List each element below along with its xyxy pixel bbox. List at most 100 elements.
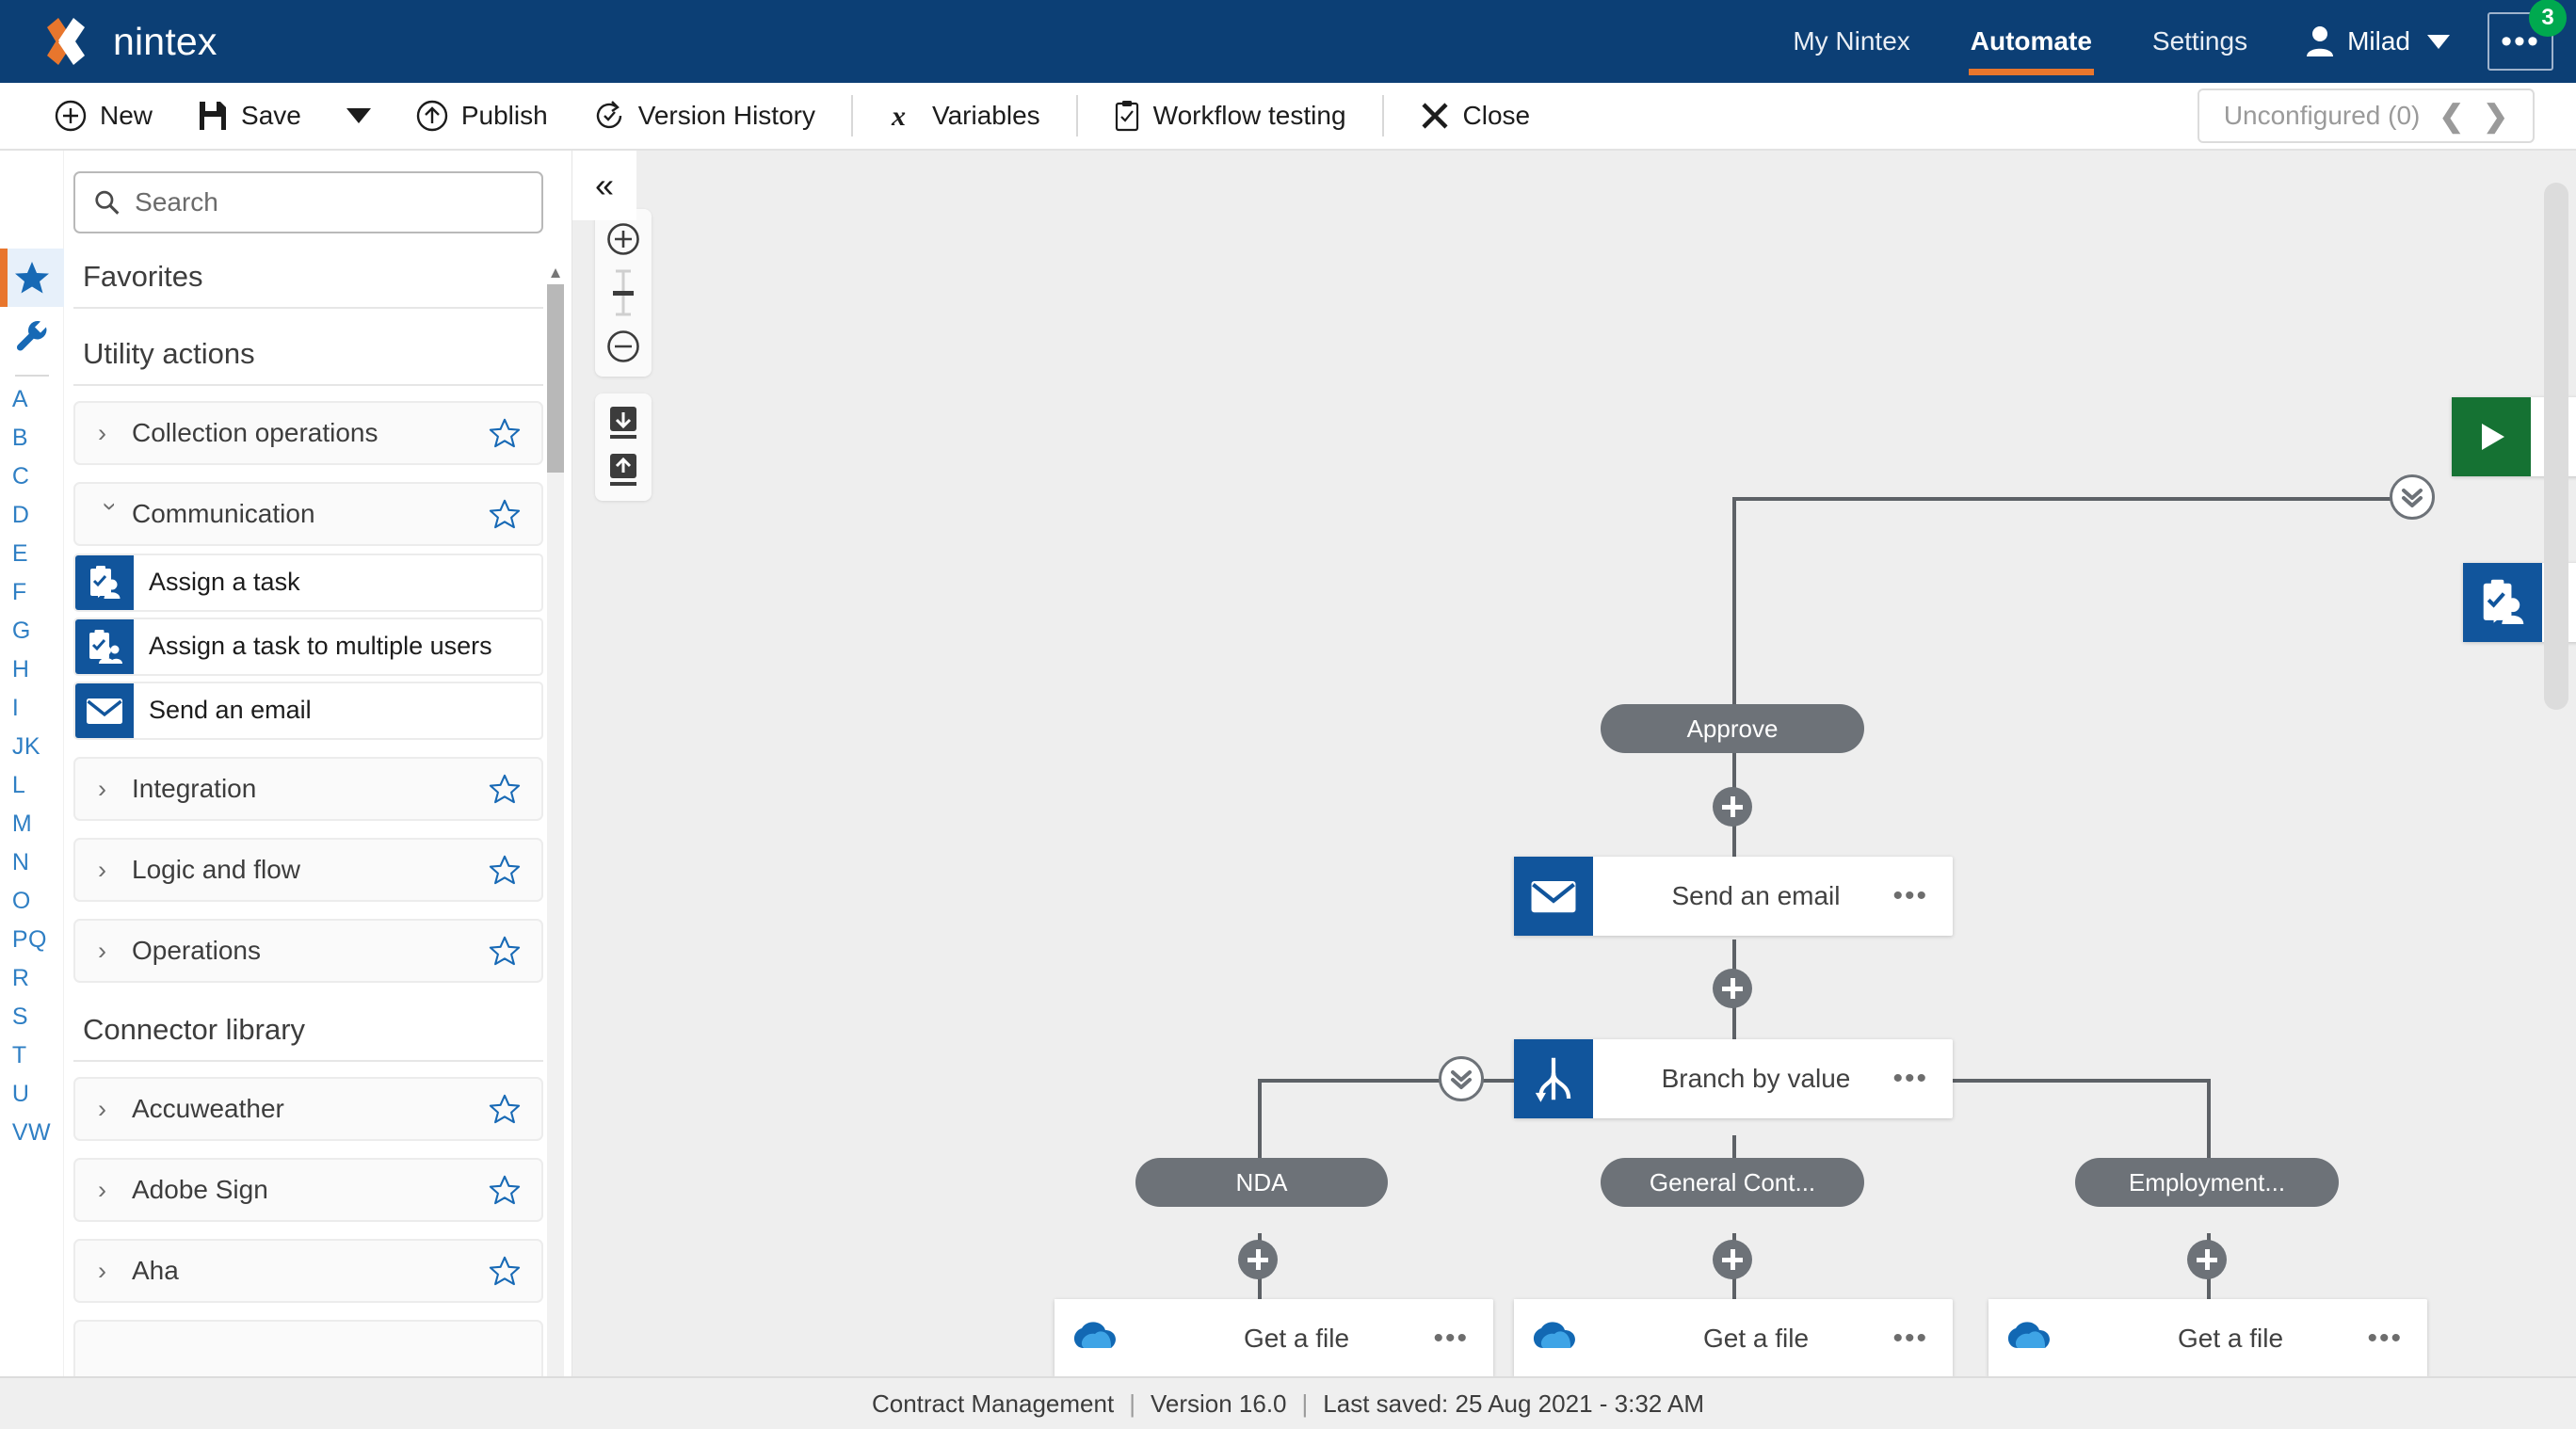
unconfigured-count-label: Unconfigured (0): [2223, 101, 2421, 130]
group-integration[interactable]: › Integration: [73, 757, 543, 821]
alphabet-letter-o[interactable]: O: [11, 888, 31, 914]
scrollbar-thumb[interactable]: [547, 284, 564, 473]
add-step-button-after-approve[interactable]: [1713, 787, 1752, 827]
alphabet-letter-s[interactable]: S: [11, 1004, 29, 1030]
nav-link-my-nintex[interactable]: My Nintex: [1763, 0, 1940, 83]
node-get-a-file-1[interactable]: Get a file •••: [1055, 1299, 1493, 1378]
alphabet-letter-pq[interactable]: PQ: [11, 926, 47, 953]
node-branch-by-value-menu[interactable]: •••: [1892, 1063, 1928, 1094]
alphabet-letter-r[interactable]: R: [11, 965, 30, 991]
branch-label-general-contract[interactable]: General Cont...: [1601, 1158, 1864, 1207]
alphabet-letter-n[interactable]: N: [11, 849, 30, 875]
alphabet-letter-t[interactable]: T: [11, 1042, 27, 1068]
node-get-a-file-3-label: Get a file: [2177, 1324, 2284, 1353]
search-box[interactable]: [73, 171, 543, 233]
alphabet-letter-d[interactable]: D: [11, 502, 30, 528]
alphabet-letter-c[interactable]: C: [11, 463, 30, 490]
zoom-in-button[interactable]: [603, 218, 644, 260]
close-button[interactable]: Close: [1397, 88, 1554, 144]
alphabet-letter-b[interactable]: B: [11, 425, 29, 451]
connector-next-partial[interactable]: [73, 1320, 543, 1384]
alphabet-letter-jk[interactable]: JK: [11, 733, 41, 760]
branch-label-approve[interactable]: Approve: [1601, 704, 1864, 753]
alphabet-letter-i[interactable]: I: [11, 695, 20, 721]
collapse-branch-button-assign-task[interactable]: [2390, 474, 2435, 520]
nav-links: My Nintex Automate Settings: [1763, 0, 2278, 83]
node-get-a-file-3[interactable]: Get a file •••: [1988, 1299, 2427, 1378]
add-step-button-after-email[interactable]: [1713, 969, 1752, 1008]
connector-aha[interactable]: › Aha: [73, 1239, 543, 1303]
alphabet-letter-u[interactable]: U: [11, 1081, 30, 1107]
branch-label-nda[interactable]: NDA: [1135, 1158, 1388, 1207]
zoom-out-button[interactable]: [603, 326, 644, 367]
action-assign-a-task-to-multiple-users[interactable]: Assign a task to multiple users: [73, 618, 543, 676]
add-step-button-general-branch[interactable]: [1713, 1240, 1752, 1279]
save-button[interactable]: Save: [175, 88, 324, 144]
add-step-button-nda-branch[interactable]: [1238, 1240, 1278, 1279]
node-send-an-email-1-menu[interactable]: •••: [1892, 880, 1928, 911]
favorite-star-icon[interactable]: [489, 773, 521, 805]
nav-link-automate[interactable]: Automate: [1940, 0, 2122, 83]
next-unconfigured-button[interactable]: ❯: [2483, 99, 2508, 133]
publish-button[interactable]: Publish: [394, 88, 571, 144]
connector-adobe-sign[interactable]: › Adobe Sign: [73, 1158, 543, 1222]
workflow-canvas[interactable]: Start event: Form Assign a task: [572, 151, 2576, 1429]
alphabet-letter-h[interactable]: H: [11, 656, 30, 682]
connector-accuweather[interactable]: › Accuweather: [73, 1077, 543, 1141]
actions-panel-scrollbar[interactable]: ▲ ▼: [547, 264, 564, 1418]
scroll-up-arrow-icon[interactable]: ▲: [547, 264, 564, 281]
actions-panel-scroll-area: Favorites Utility actions › Collection o…: [64, 247, 572, 1429]
alphabet-letter-vw[interactable]: VW: [11, 1119, 52, 1146]
favorite-star-icon[interactable]: [489, 1093, 521, 1125]
new-button[interactable]: New: [32, 88, 175, 144]
alphabet-letter-a[interactable]: A: [11, 386, 29, 412]
zoom-slider[interactable]: [603, 265, 644, 320]
nav-link-settings[interactable]: Settings: [2122, 0, 2278, 83]
rail-tab-favorites[interactable]: [0, 249, 64, 307]
favorite-star-icon[interactable]: [489, 935, 521, 967]
favorite-star-icon[interactable]: [489, 1255, 521, 1287]
group-communication[interactable]: › Communication: [73, 482, 543, 546]
node-get-a-file-1-menu[interactable]: •••: [1433, 1323, 1469, 1354]
add-step-button-employment-branch[interactable]: [2187, 1240, 2227, 1279]
alphabet-letter-e[interactable]: E: [11, 540, 29, 567]
action-send-an-email[interactable]: Send an email: [73, 682, 543, 740]
rail-tab-utility-actions[interactable]: [0, 307, 64, 365]
node-get-a-file-2[interactable]: Get a file •••: [1514, 1299, 1953, 1378]
favorite-star-icon[interactable]: [489, 1174, 521, 1206]
variables-button[interactable]: x Variables: [866, 88, 1063, 144]
search-input[interactable]: [135, 187, 523, 217]
save-dropdown-button[interactable]: [324, 88, 394, 144]
node-get-a-file-3-menu[interactable]: •••: [2367, 1323, 2403, 1354]
group-collection-operations[interactable]: › Collection operations: [73, 401, 543, 465]
arrow-up-to-line-icon: [610, 454, 636, 486]
more-options-button[interactable]: ••• 3: [2487, 0, 2567, 71]
favorite-star-icon[interactable]: [489, 417, 521, 449]
brand-logo[interactable]: nintex: [45, 16, 217, 67]
branch-label-employment[interactable]: Employment...: [2075, 1158, 2339, 1207]
version-history-button[interactable]: Version History: [571, 88, 838, 144]
workflow-testing-button[interactable]: Workflow testing: [1091, 88, 1369, 144]
node-branch-by-value[interactable]: Branch by value •••: [1514, 1039, 1953, 1118]
favorite-star-icon[interactable]: [489, 498, 521, 530]
node-send-an-email-1[interactable]: Send an email •••: [1514, 857, 1953, 936]
alphabet-letter-f[interactable]: F: [11, 579, 27, 605]
scroll-to-bottom-button[interactable]: [603, 403, 644, 444]
alphabet-letter-m[interactable]: M: [11, 811, 33, 837]
canvas-vertical-scrollbar[interactable]: [2544, 183, 2568, 710]
scroll-to-top-button[interactable]: [603, 450, 644, 491]
action-assign-a-task[interactable]: Assign a task: [73, 554, 543, 612]
scrollbar-track[interactable]: [547, 284, 564, 1397]
collapse-panel-button[interactable]: «: [572, 151, 636, 220]
favorite-star-icon[interactable]: [489, 854, 521, 886]
group-operations[interactable]: › Operations: [73, 919, 543, 983]
collapse-branch-button-branch-by-value[interactable]: [1439, 1056, 1484, 1101]
previous-unconfigured-button[interactable]: ❮: [2439, 99, 2465, 133]
alphabet-letter-l[interactable]: L: [11, 772, 26, 798]
alphabet-letter-g[interactable]: G: [11, 618, 31, 644]
user-menu[interactable]: Milad: [2278, 25, 2471, 57]
zoom-in-icon: [607, 223, 639, 255]
email-icon: [75, 683, 134, 738]
node-get-a-file-2-menu[interactable]: •••: [1892, 1323, 1928, 1354]
group-logic-and-flow[interactable]: › Logic and flow: [73, 838, 543, 902]
